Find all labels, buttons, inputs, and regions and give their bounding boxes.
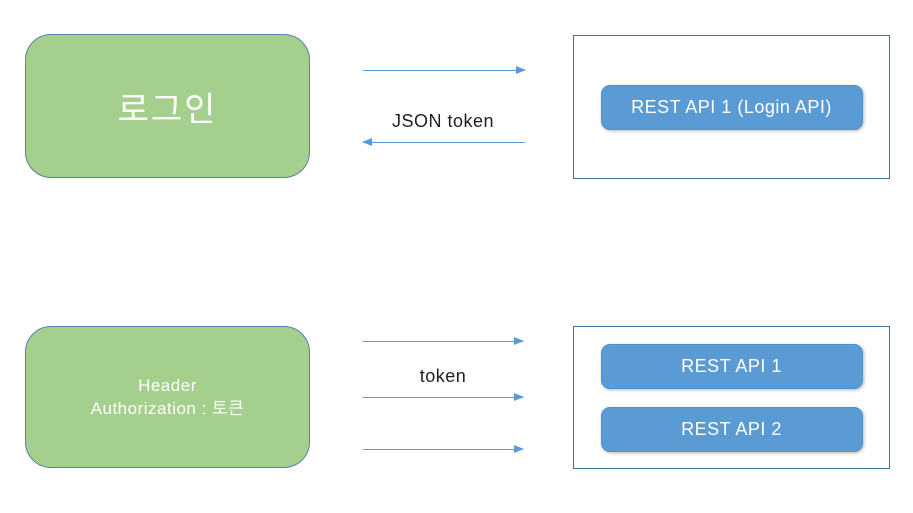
login-response-label: JSON token: [391, 111, 495, 131]
rest-api-2-node: REST API 2: [600, 406, 863, 452]
auth-header-label-line1: Header: [138, 376, 197, 395]
login-client-label: 로그인: [117, 90, 218, 129]
token-request-arrow-3-icon: [363, 444, 524, 453]
login-response-arrow-icon: [362, 137, 525, 146]
api-server-panel: REST API 1 REST API 2: [573, 326, 890, 469]
login-server-panel: REST API 1 (Login API): [573, 35, 890, 179]
login-client-node: 로그인: [25, 34, 310, 178]
rest-api-login-node: REST API 1 (Login API): [600, 84, 863, 130]
token-request-label: token: [419, 366, 467, 386]
login-request-arrow-icon: [363, 65, 526, 74]
auth-header-label-line2: Authorization : 토큰: [90, 399, 245, 418]
token-request-arrow-1-icon: [363, 336, 524, 345]
rest-api-1-node: REST API 1: [600, 343, 863, 389]
auth-header-client-node: Header Authorization : 토큰: [25, 326, 310, 468]
token-request-arrow-2-icon: [363, 392, 524, 401]
